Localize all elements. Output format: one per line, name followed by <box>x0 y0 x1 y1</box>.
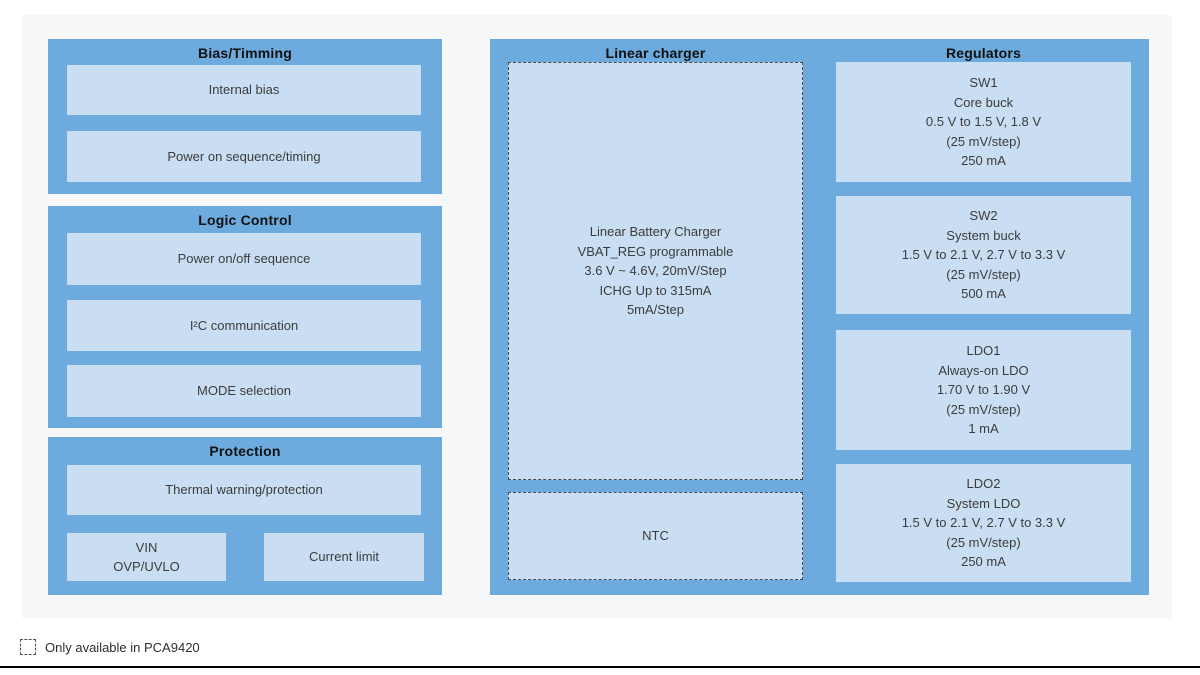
diagram-canvas: Bias/Timming Internal bias Power on sequ… <box>22 15 1172 618</box>
charger-regulators-block: Linear charger Regulators Linear Battery… <box>490 39 1149 595</box>
legend: Only available in PCA9420 <box>20 639 200 655</box>
power-on-sequence-timing-box: Power on sequence/timing <box>67 131 421 182</box>
bias-timing-title: Bias/Timming <box>198 45 292 61</box>
ntc-box: NTC <box>508 492 803 580</box>
protection-block: Protection Thermal warning/protection VI… <box>48 437 442 595</box>
current-limit-box: Current limit <box>264 533 424 581</box>
dashed-box-icon <box>20 639 36 655</box>
thermal-warning-protection-box: Thermal warning/protection <box>67 465 421 515</box>
ldo1-always-on-box: LDO1 Always-on LDO 1.70 V to 1.90 V (25 … <box>836 330 1131 450</box>
regulators-title: Regulators <box>945 45 1022 61</box>
power-onoff-sequence-box: Power on/off sequence <box>67 233 421 285</box>
linear-charger-title: Linear charger <box>605 45 706 61</box>
sw1-core-buck-box: SW1 Core buck 0.5 V to 1.5 V, 1.8 V (25 … <box>836 62 1131 182</box>
protection-title: Protection <box>209 443 281 459</box>
logic-control-block: Logic Control Power on/off sequence I²C … <box>48 206 442 428</box>
vin-ovp-uvlo-box: VIN OVP/UVLO <box>67 533 226 581</box>
bottom-divider <box>0 666 1200 668</box>
sw2-system-buck-box: SW2 System buck 1.5 V to 2.1 V, 2.7 V to… <box>836 196 1131 314</box>
logic-control-title: Logic Control <box>198 212 292 228</box>
internal-bias-box: Internal bias <box>67 65 421 115</box>
legend-label: Only available in PCA9420 <box>45 639 200 655</box>
mode-selection-box: MODE selection <box>67 365 421 417</box>
i2c-communication-box: I²C communication <box>67 300 421 351</box>
bias-timing-block: Bias/Timming Internal bias Power on sequ… <box>48 39 442 194</box>
ldo2-system-ldo-box: LDO2 System LDO 1.5 V to 2.1 V, 2.7 V to… <box>836 464 1131 582</box>
linear-battery-charger-box: Linear Battery Charger VBAT_REG programm… <box>508 62 803 480</box>
